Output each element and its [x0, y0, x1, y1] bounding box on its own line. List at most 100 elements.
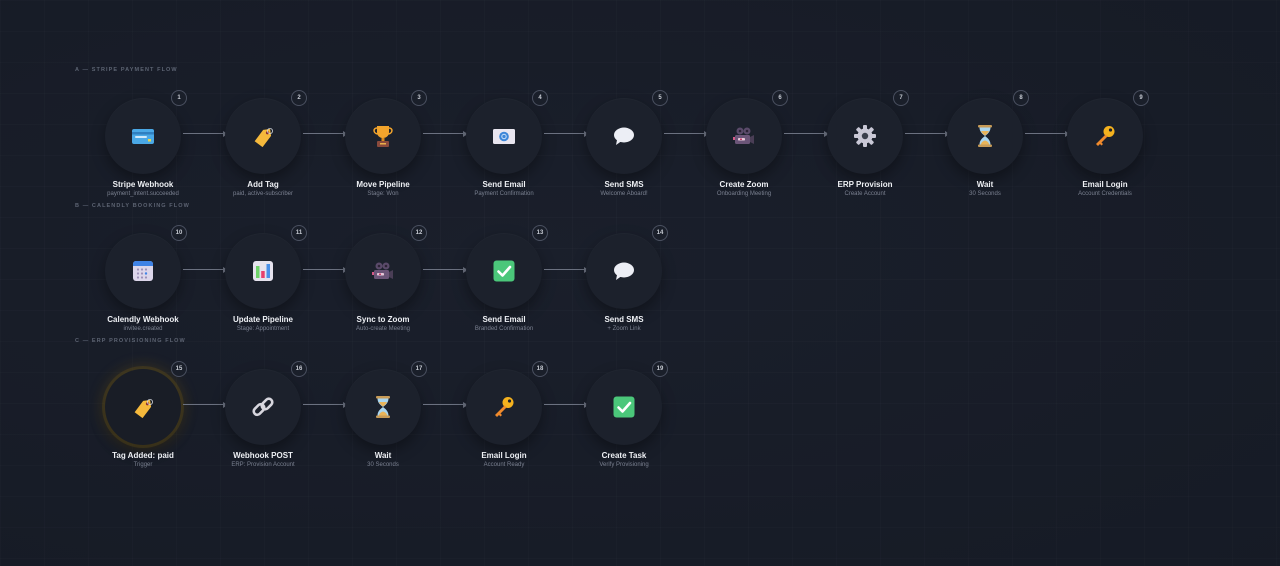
- node-title: Send SMS: [604, 315, 644, 324]
- node-title: Wait: [976, 180, 994, 189]
- node-circle[interactable]: [466, 369, 542, 445]
- credit-card-icon: [130, 123, 156, 149]
- node-title: Calendly Webhook: [107, 315, 179, 324]
- node-send-email-branded[interactable]: 13 Send Email Branded Confirmation: [444, 225, 564, 343]
- node-circle[interactable]: [345, 369, 421, 445]
- step-number-badge: 3: [411, 90, 427, 106]
- node-subtitle: payment_intent.succeeded: [107, 191, 179, 197]
- node-title: Email Login: [481, 451, 527, 460]
- node-title: Email Login: [1082, 180, 1128, 189]
- node-circle[interactable]: [706, 98, 782, 174]
- node-title: Send Email: [482, 180, 526, 189]
- node-subtitle: Branded Confirmation: [474, 326, 534, 332]
- node-circle[interactable]: [1067, 98, 1143, 174]
- node-tag-added-trigger[interactable]: 15 Tag Added: paid Trigger: [83, 361, 203, 479]
- node-email-login-erp[interactable]: 18 Email Login Account Ready: [444, 361, 564, 479]
- video-camera-icon: [370, 258, 396, 284]
- node-add-tag[interactable]: 2 Add Tag paid, active-subscriber: [203, 90, 323, 208]
- node-circle[interactable]: [586, 233, 662, 309]
- node-subtitle: Payment Confirmation: [474, 191, 534, 197]
- node-title: Send Email: [482, 315, 526, 324]
- speech-bubble-icon: [611, 123, 637, 149]
- node-circle[interactable]: [225, 233, 301, 309]
- node-title: Stripe Webhook: [112, 180, 174, 189]
- node-title: ERP Provision: [837, 180, 893, 189]
- node-move-pipeline[interactable]: 3 Move Pipeline Stage: Won: [323, 90, 443, 208]
- node-calendly-webhook[interactable]: 10 Calendly Webhook invitee.created: [83, 225, 203, 343]
- step-number-badge: 10: [171, 225, 187, 241]
- hourglass-icon: [370, 394, 396, 420]
- node-circle[interactable]: [225, 98, 301, 174]
- step-number-badge: 18: [532, 361, 548, 377]
- node-circle[interactable]: [225, 369, 301, 445]
- node-title: Move Pipeline: [356, 180, 410, 189]
- step-number-badge: 6: [772, 90, 788, 106]
- node-subtitle: Create Account: [844, 191, 886, 197]
- node-subtitle: Stage: Won: [367, 191, 399, 197]
- node-send-email[interactable]: 4 Send Email Payment Confirmation: [444, 90, 564, 208]
- node-title: Sync to Zoom: [356, 315, 410, 324]
- node-wait-erp[interactable]: 17 Wait 30 Seconds: [323, 361, 443, 479]
- step-number-badge: 17: [411, 361, 427, 377]
- node-webhook-post[interactable]: 16 Webhook POST ERP: Provision Account: [203, 361, 323, 479]
- node-circle[interactable]: [947, 98, 1023, 174]
- tag-icon: [250, 123, 276, 149]
- node-title: Update Pipeline: [232, 315, 293, 324]
- node-title: Webhook POST: [233, 451, 293, 460]
- node-circle[interactable]: [105, 98, 181, 174]
- node-create-task[interactable]: 19 Create Task Verify Provisioning: [564, 361, 684, 479]
- key-icon: [1092, 123, 1118, 149]
- node-send-sms[interactable]: 5 Send SMS Welcome Aboard!: [564, 90, 684, 208]
- step-number-badge: 12: [411, 225, 427, 241]
- node-title: Create Zoom: [719, 180, 769, 189]
- node-title: Wait: [374, 451, 392, 460]
- node-subtitle: Welcome Aboard!: [600, 191, 648, 197]
- node-create-zoom[interactable]: 6 Create Zoom Onboarding Meeting: [684, 90, 804, 208]
- email-icon: [491, 123, 517, 149]
- node-wait[interactable]: 8 Wait 30 Seconds: [925, 90, 1045, 208]
- trophy-icon: [370, 123, 396, 149]
- section-label-erp-provisioning-flow: C — ERP PROVISIONING FLOW: [75, 338, 186, 344]
- node-circle[interactable]: [466, 98, 542, 174]
- node-circle[interactable]: [466, 233, 542, 309]
- key-icon: [491, 394, 517, 420]
- flow-arrow: [423, 266, 468, 273]
- node-circle-trigger[interactable]: [105, 369, 181, 445]
- node-update-pipeline[interactable]: 11 Update Pipeline Stage: Appointment: [203, 225, 323, 343]
- step-number-badge: 11: [291, 225, 307, 241]
- step-number-badge: 1: [171, 90, 187, 106]
- step-number-badge: 2: [291, 90, 307, 106]
- node-circle[interactable]: [586, 98, 662, 174]
- node-title: Send SMS: [604, 180, 644, 189]
- node-erp-provision[interactable]: 7 ERP Provision Create Account: [805, 90, 925, 208]
- node-send-sms-zoom-link[interactable]: 14 Send SMS + Zoom Link: [564, 225, 684, 343]
- hourglass-icon: [972, 123, 998, 149]
- node-circle[interactable]: [345, 233, 421, 309]
- node-subtitle: Account Credentials: [1078, 191, 1132, 197]
- node-subtitle: invitee.created: [123, 326, 163, 332]
- node-subtitle: Verify Provisioning: [599, 462, 649, 468]
- step-number-badge: 19: [652, 361, 668, 377]
- step-number-badge: 9: [1133, 90, 1149, 106]
- node-subtitle: Trigger: [133, 462, 153, 468]
- node-circle[interactable]: [105, 233, 181, 309]
- calendar-icon: [130, 258, 156, 284]
- node-sync-to-zoom[interactable]: 12 Sync to Zoom Auto-create Meeting: [323, 225, 443, 343]
- step-number-badge: 16: [291, 361, 307, 377]
- node-email-login[interactable]: 9 Email Login Account Credentials: [1045, 90, 1165, 208]
- node-circle[interactable]: [586, 369, 662, 445]
- flow-arrow: [423, 401, 468, 408]
- step-number-badge: 8: [1013, 90, 1029, 106]
- link-icon: [250, 394, 276, 420]
- node-subtitle: Account Ready: [483, 462, 525, 468]
- node-circle[interactable]: [827, 98, 903, 174]
- node-subtitle: 30 Seconds: [367, 462, 399, 468]
- step-number-badge: 14: [652, 225, 668, 241]
- bar-chart-icon: [250, 258, 276, 284]
- node-subtitle: Stage: Appointment: [236, 326, 290, 332]
- node-subtitle: + Zoom Link: [607, 326, 641, 332]
- node-subtitle: ERP: Provision Account: [231, 462, 295, 468]
- node-stripe-webhook[interactable]: 1 Stripe Webhook payment_intent.succeede…: [83, 90, 203, 208]
- node-subtitle: 30 Seconds: [969, 191, 1001, 197]
- node-circle[interactable]: [345, 98, 421, 174]
